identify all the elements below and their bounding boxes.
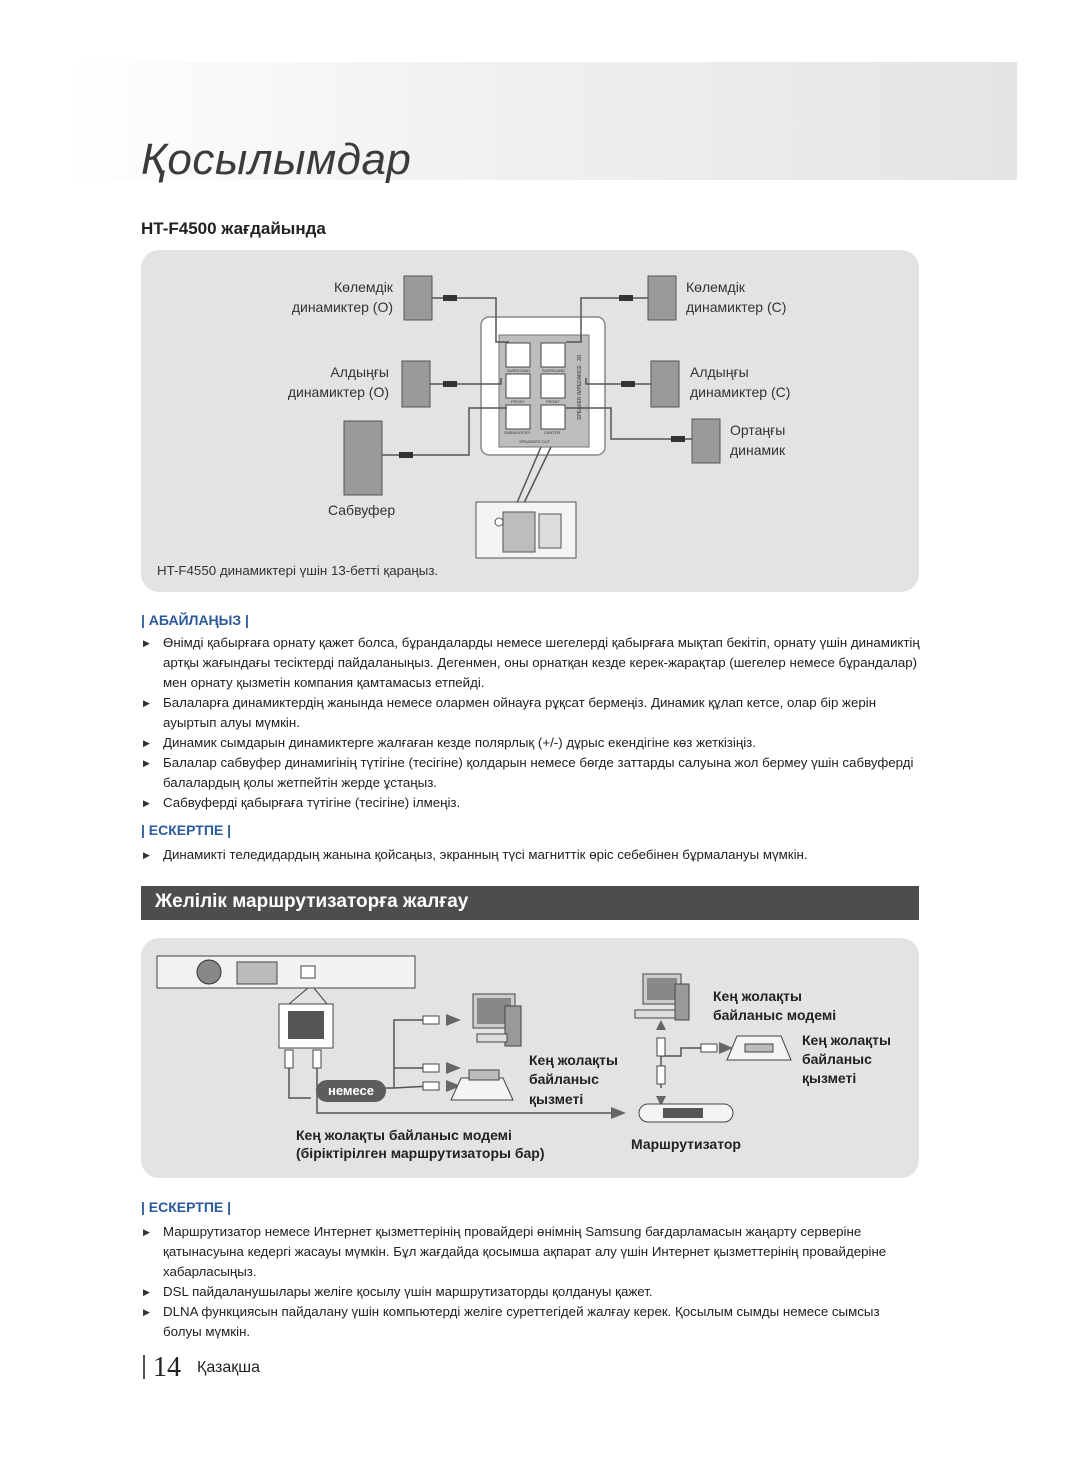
front-left-line2: динамиктер (О): [287, 384, 389, 400]
center-line2: динамик: [730, 442, 786, 458]
note1-item: Динамикті теледидардың жанына қойсаңыз, …: [141, 845, 921, 865]
center-line1: Ортаңғы: [730, 422, 786, 438]
modem-router-line2: (біріктірілген маршрутизаторы бар): [296, 1145, 545, 1161]
modem-router-line1: Кең жолақты байланыс модемі: [296, 1127, 512, 1143]
or-label: немесе: [316, 1080, 386, 1102]
network-diagram-graphic: [156, 955, 792, 1123]
surround-right-line2: динамиктер (С): [686, 299, 787, 315]
note2-item: DLNA функциясын пайдалану үшін компьютер…: [141, 1302, 921, 1342]
footer-divider: [143, 1355, 145, 1379]
subwoofer-label: Сабвуфер: [328, 502, 396, 518]
surround-left-label: Көлемдік: [334, 277, 393, 297]
caution-item: Сабвуферді қабырғаға түтігіне (тесігіне)…: [141, 793, 921, 813]
panel-front-label-r: FRONT: [546, 399, 560, 404]
caution-item: Балаларға динамиктердің жанында немесе о…: [141, 693, 921, 733]
broadband-service-right-line3: қызметі: [802, 1070, 857, 1086]
broadband-modem-top-line1: Кең жолақты: [713, 988, 802, 1004]
caution-title: | АБАЙЛАҢЫЗ |: [141, 612, 249, 628]
caution-item: Өнімді қабырғаға орнату қажет болса, бұр…: [141, 633, 921, 693]
note2-list: Маршрутизатор немесе Интернет қызметтері…: [141, 1222, 921, 1342]
surround-left-line1: Көлемдік: [334, 279, 393, 295]
section-heading: Желілік маршрутизаторға жалғау: [155, 891, 469, 912]
speaker-diagram-graphic: SURROUND SURROUND FRONT FRONT SUBWOOFER …: [343, 275, 721, 559]
caution-list: Өнімді қабырғаға орнату қажет болса, бұр…: [141, 633, 921, 813]
page-number: 14: [153, 1352, 181, 1383]
surround-left-line2: динамиктер (О): [291, 299, 393, 315]
broadband-service-right-line1: Кең жолақты: [802, 1032, 891, 1048]
caution-item: Динамик сымдарын динамиктерге жалғаған к…: [141, 733, 921, 753]
panel-surround-label-r: SURROUND: [542, 368, 565, 373]
note2-title: | ЕСКЕРТПЕ |: [141, 1199, 232, 1215]
subheading: HT-F4500 жағдайында: [141, 219, 326, 238]
broadband-modem-top-line2: байланыс модемі: [713, 1007, 837, 1023]
note1-title: | ЕСКЕРТПЕ |: [141, 822, 232, 838]
page-title: Қосылымдар: [141, 135, 412, 184]
page-language: Қазақша: [197, 1359, 261, 1376]
panel-subwoofer-label: SUBWOOFER: [504, 430, 530, 435]
panel-impedance-label: SPEAKER IMPEDANCE : 3Ω: [577, 354, 583, 420]
note2-item: DSL пайдаланушылары желіге қосылу үшін м…: [141, 1282, 921, 1302]
speaker-diagram-note: HT-F4550 динамиктері үшін 13-бетті қараң…: [157, 563, 439, 578]
note2-item: Маршрутизатор немесе Интернет қызметтері…: [141, 1222, 921, 1282]
router-label: Маршрутизатор: [631, 1136, 741, 1152]
broadband-service-mid-line2: байланыс: [529, 1071, 599, 1087]
surround-right-line1: Көлемдік: [686, 279, 745, 295]
broadband-service-right-line2: байланыс: [802, 1051, 872, 1067]
broadband-service-mid-line3: қызметі: [529, 1091, 584, 1107]
front-right-line2: динамиктер (С): [690, 384, 791, 400]
panel-front-label-l: FRONT: [511, 399, 525, 404]
panel-center-label: CENTER: [544, 430, 561, 435]
header-band: [65, 62, 1017, 180]
broadband-service-mid-line1: Кең жолақты: [529, 1052, 618, 1068]
caution-item: Балалар сабвуфер динамигінің түтігіне (т…: [141, 753, 921, 793]
front-right-line1: Алдыңғы: [690, 364, 749, 380]
section-heading-bar: Желілік маршрутизаторға жалғау: [141, 886, 919, 920]
panel-surround-label-l: SURROUND: [507, 368, 530, 373]
panel-speakers-out-label: SPEAKERS OUT: [519, 439, 551, 444]
note1-list: Динамикті теледидардың жанына қойсаңыз, …: [141, 845, 921, 865]
front-left-line1: Алдыңғы: [330, 364, 389, 380]
